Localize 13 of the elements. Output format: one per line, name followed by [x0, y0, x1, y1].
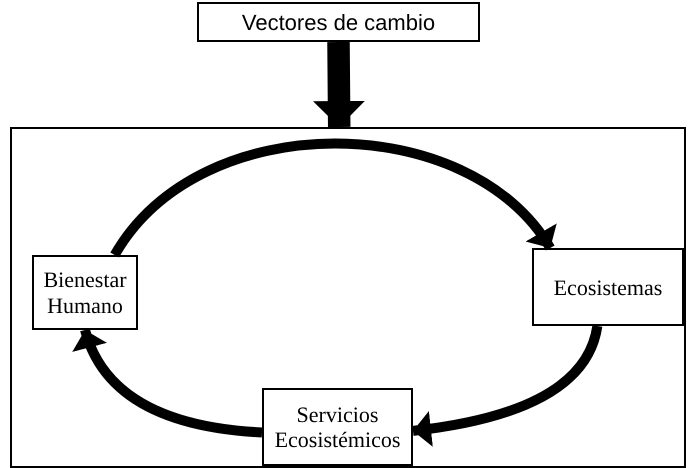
text-box: [262, 388, 413, 466]
arrow: [313, 42, 365, 128]
node-label: Vectores de cambio: [242, 8, 436, 36]
text-box: [32, 255, 138, 330]
node-label: Bienestar Humano: [42, 267, 128, 318]
node-label: Ecosistemas: [554, 274, 662, 302]
text-box: [197, 2, 480, 42]
text-box: [532, 248, 684, 326]
frame-box: [10, 127, 686, 468]
node-label: Servicios Ecosistémicos: [274, 402, 402, 452]
arrow: [412, 324, 602, 446]
arrow: [74, 328, 262, 438]
arrow: [110, 138, 554, 258]
